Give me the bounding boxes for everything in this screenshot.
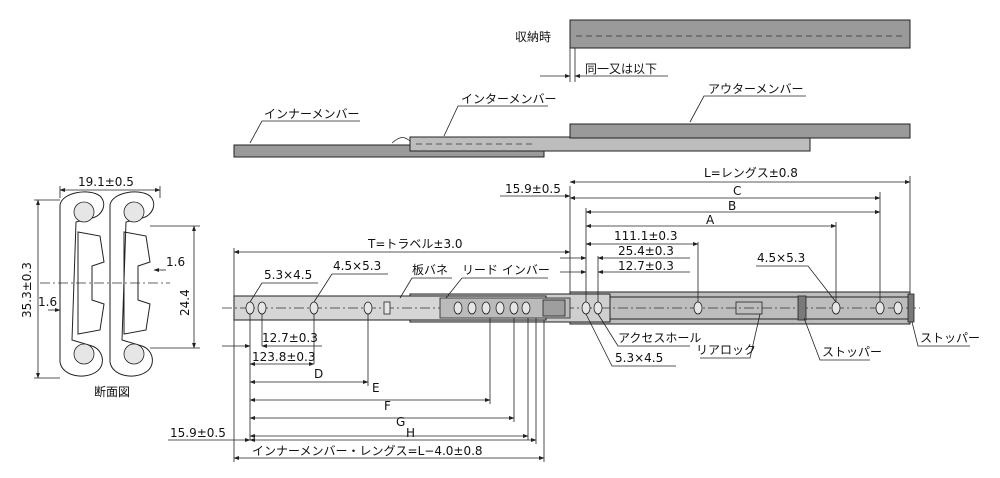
access-hole-size-label: 5.3×4.5 bbox=[615, 351, 663, 365]
outer-member-label: アウターメンバー bbox=[708, 82, 804, 96]
access-hole-label: アクセスホール bbox=[618, 331, 701, 345]
outer-member-bar bbox=[569, 123, 911, 139]
dim-C-label: C bbox=[733, 184, 741, 198]
dim-123-label: 123.8±0.3 bbox=[252, 350, 316, 364]
retainer-hole-6 bbox=[521, 301, 531, 315]
dim-25-label: 25.4±0.3 bbox=[618, 244, 674, 258]
section-label: 断面図 bbox=[94, 384, 130, 399]
section-inner-height-label: 24.4 bbox=[178, 289, 192, 316]
exploded-members: インナーメンバー インターメンバー アウターメンバー bbox=[233, 82, 911, 158]
section-outer-profile-left bbox=[59, 191, 105, 377]
dim-F-label: F bbox=[384, 399, 391, 413]
outer-hole-6 bbox=[893, 301, 903, 315]
section-offset-left-label: 1.6 bbox=[38, 295, 57, 309]
dim-E-label: E bbox=[372, 381, 380, 395]
collapsed-tolerance-label: 同一又は以下 bbox=[585, 62, 657, 76]
retainer-hole-4 bbox=[495, 301, 505, 315]
inner-hole-a-label: 5.3×4.5 bbox=[264, 268, 312, 282]
collapsed-label: 収納時 bbox=[515, 30, 551, 44]
dim-length-label: L=レングス±0.8 bbox=[704, 166, 798, 180]
section-offset-right-label: 1.6 bbox=[166, 255, 185, 269]
member-joint-curve bbox=[391, 137, 411, 144]
inner-hole-4 bbox=[363, 301, 373, 315]
inner-hole-a-leader bbox=[249, 282, 263, 303]
dim-B-label: B bbox=[728, 199, 736, 213]
retainer-hole-1 bbox=[453, 301, 463, 315]
section-ball-top-right bbox=[123, 201, 145, 223]
access-hole-leader bbox=[597, 313, 690, 347]
rear-lock-leader bbox=[700, 313, 761, 359]
outer-hole-label: 4.5×5.3 bbox=[757, 251, 805, 265]
inner-hole-b-label: 4.5×5.3 bbox=[333, 259, 381, 273]
outer-hole-4 bbox=[831, 301, 841, 315]
dim-inner-length-label: インナーメンバー・レングス=L−4.0±0.8 bbox=[252, 444, 483, 458]
section-ball-bottom-right bbox=[123, 343, 145, 365]
dim-travel-label: T=トラベル±3.0 bbox=[367, 237, 463, 251]
stopper-outer-leader bbox=[911, 321, 970, 347]
stopper-inner-leader bbox=[803, 317, 870, 361]
stopper-block bbox=[797, 295, 807, 321]
stopper-inner-label: ストッパー bbox=[822, 345, 882, 359]
outer-hole-5 bbox=[875, 301, 885, 315]
dim-H-label: H bbox=[406, 426, 415, 440]
lead-in-leader bbox=[445, 277, 463, 299]
section-inner-member-left bbox=[77, 231, 105, 335]
outer-hole-3 bbox=[693, 301, 703, 315]
inner-slot bbox=[383, 301, 391, 315]
section-inner-member-right bbox=[123, 231, 151, 335]
inner-hole-b-leader bbox=[313, 273, 333, 303]
cross-section: 19.1±0.5 35.3±0.3 24.4 1.6 1.6 断面図 bbox=[20, 175, 200, 399]
dim-12-outer-label: 12.7±0.3 bbox=[618, 259, 674, 273]
inner-hole-2 bbox=[257, 301, 267, 315]
leaf-spring-leader bbox=[399, 277, 413, 299]
intermediate-member-label: インターメンバー bbox=[461, 92, 557, 106]
outer-hole-leader bbox=[756, 265, 837, 303]
collapsed-rail bbox=[569, 19, 911, 49]
rear-lock-part bbox=[735, 301, 763, 315]
section-ball-top-left bbox=[73, 201, 95, 223]
lock-block bbox=[542, 299, 566, 317]
inner-hole-3 bbox=[309, 301, 319, 315]
retainer-hole-3 bbox=[481, 301, 491, 315]
section-width-label: 19.1±0.5 bbox=[78, 175, 134, 189]
access-hole-size-leader bbox=[585, 313, 676, 367]
inner-member-label: インナーメンバー bbox=[264, 107, 360, 121]
outer-hole-2 bbox=[593, 301, 603, 315]
end-stopper bbox=[907, 293, 915, 323]
collapsed-view: 収納時 同一又は以下 bbox=[515, 19, 911, 82]
assembly-view: L=レングス±0.8 C B A 111.1±0.3 25.4±0.3 12.7… bbox=[168, 166, 980, 462]
section-height-label: 35.3±0.3 bbox=[20, 262, 34, 318]
dim-front-offset-bottom-label: 15.9±0.5 bbox=[170, 426, 226, 440]
stopper-outer-label: ストッパー bbox=[920, 331, 980, 345]
inner-hole-1 bbox=[245, 301, 255, 315]
dim-111-label: 111.1±0.3 bbox=[614, 229, 678, 243]
outer-member-leader bbox=[689, 95, 806, 123]
outer-hole-1 bbox=[581, 301, 591, 315]
dim-D-label: D bbox=[314, 367, 323, 381]
dim-12-inner-label: 12.7±0.3 bbox=[262, 331, 318, 345]
rear-lock-label: リアロック bbox=[696, 343, 756, 357]
inner-member-leader bbox=[249, 120, 360, 144]
retainer-hole-5 bbox=[509, 301, 519, 315]
retainer-hole-2 bbox=[467, 301, 477, 315]
lead-in-label: リード インバー bbox=[462, 263, 550, 277]
dim-G-label: G bbox=[396, 415, 405, 429]
dim-front-offset-top-label: 15.9±0.5 bbox=[505, 182, 561, 196]
dim-A-label: A bbox=[706, 213, 715, 227]
leaf-spring-label: 板バネ bbox=[412, 263, 448, 277]
section-ball-bottom-left bbox=[73, 343, 95, 365]
intermediate-member-leader bbox=[443, 105, 548, 137]
section-outer-profile-right bbox=[109, 191, 155, 377]
